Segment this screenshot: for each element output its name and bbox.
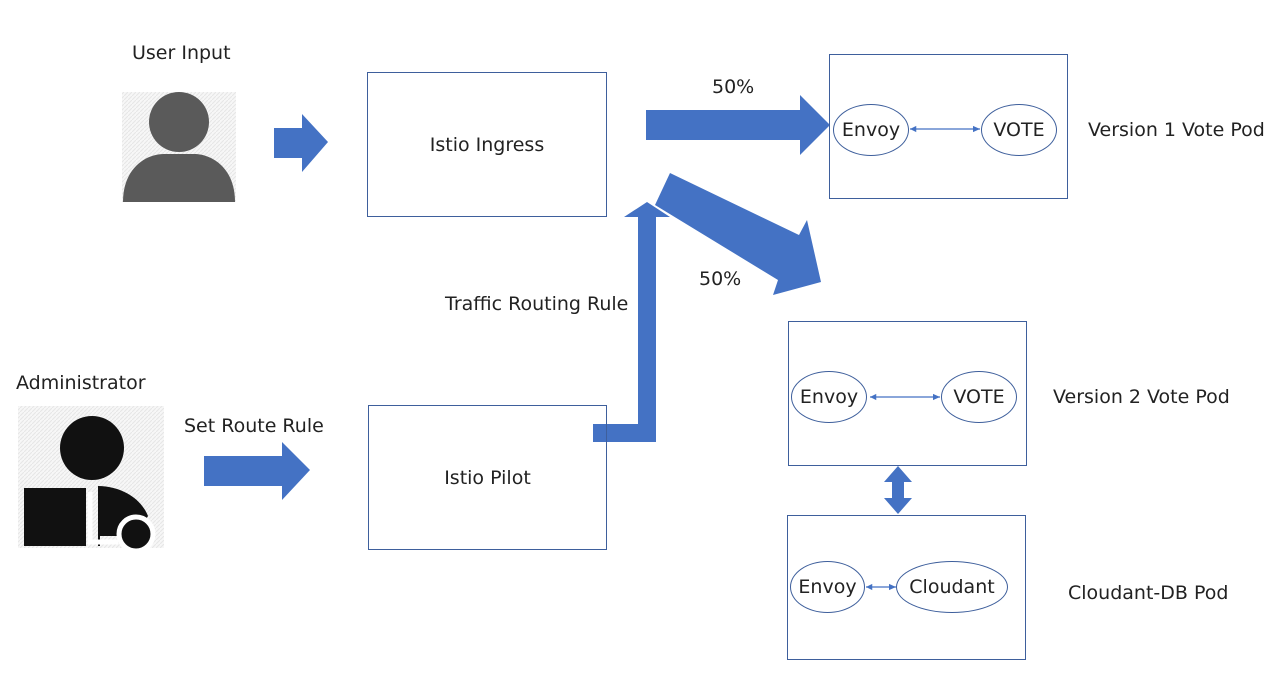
v1-vote-pod [829, 54, 1068, 199]
v2-vote-pod-label: Version 2 Vote Pod [1053, 386, 1230, 408]
db-envoy-node: Envoy [790, 561, 865, 613]
v1-envoy-node: Envoy [833, 104, 909, 156]
v1-vote-pod-label: Version 1 Vote Pod [1088, 119, 1265, 141]
v2-db-link-arrow [884, 466, 912, 514]
istio-pilot-box: Istio Pilot [368, 405, 607, 550]
user-icon [122, 92, 236, 202]
pilot-to-ingress-arrow [593, 202, 670, 442]
v2-envoy-node: Envoy [791, 371, 867, 423]
ingress-to-v2-arrow [655, 173, 821, 295]
traffic-routing-rule-label: Traffic Routing Rule [445, 293, 629, 315]
user-to-ingress-arrow [274, 114, 328, 172]
administrator-label: Administrator [16, 372, 146, 394]
db-cloudant-node: Cloudant [896, 561, 1008, 613]
v2-vote-node: VOTE [941, 371, 1017, 423]
istio-ingress-box: Istio Ingress [367, 72, 607, 217]
cloudant-db-pod [787, 515, 1026, 660]
v1-vote-node: VOTE [981, 104, 1057, 156]
v2-vote-pod [788, 321, 1027, 466]
ingress-to-v1-arrow [646, 95, 830, 155]
user-input-label: User Input [132, 42, 231, 64]
split-v1-label: 50% [712, 76, 755, 98]
split-v2-label: 50% [699, 268, 742, 290]
administrator-icon [18, 406, 164, 554]
istio-pilot-title: Istio Pilot [444, 466, 531, 489]
cloudant-db-pod-label: Cloudant-DB Pod [1068, 582, 1229, 604]
admin-to-pilot-arrow [204, 442, 310, 500]
set-route-rule-label: Set Route Rule [184, 415, 324, 437]
istio-ingress-title: Istio Ingress [429, 133, 545, 156]
